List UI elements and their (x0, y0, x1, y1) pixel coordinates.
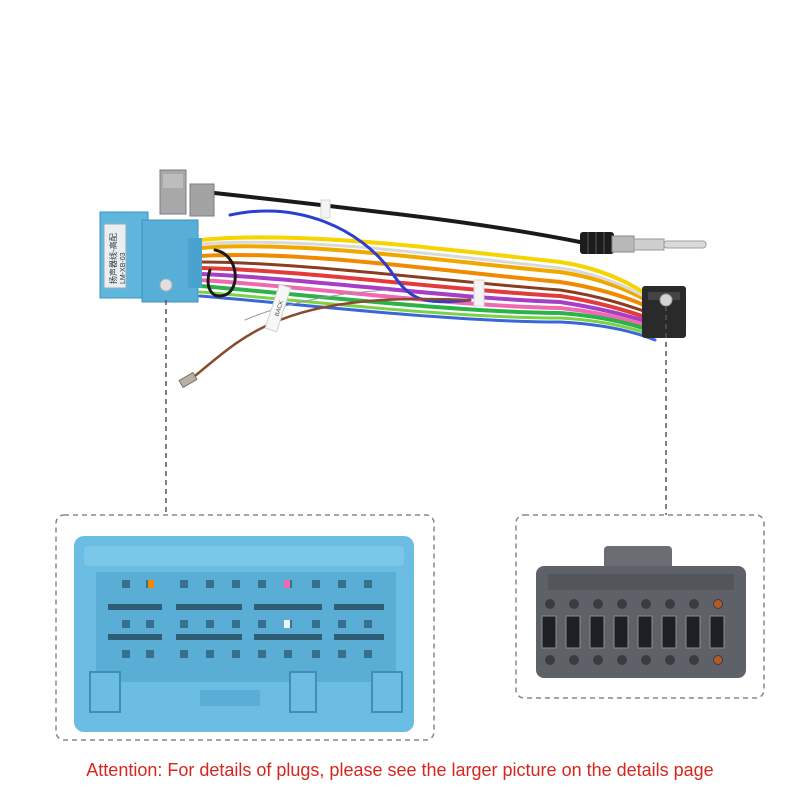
detail-box-blue-plug (55, 514, 435, 741)
gray-plug-face (536, 546, 746, 678)
back-tag-text: BACK (275, 300, 286, 317)
blue-plug-face (74, 536, 414, 732)
gray-small-plugs (159, 169, 215, 217)
wire-bundle (188, 190, 657, 382)
zip-tie (320, 199, 331, 219)
blue-connector: 扬声器线-高配 LM-XB-03 (99, 211, 202, 303)
detail-box-gray-plug (515, 514, 765, 699)
black-connector (642, 286, 686, 338)
wire-end-tip (178, 371, 198, 389)
attention-notice: Attention: For details of plugs, please … (86, 760, 714, 780)
connector-label-line2: LM-XB-03 (120, 252, 127, 284)
antenna-plug (580, 232, 707, 254)
zip-tie (473, 279, 485, 307)
connector-label-line1: 扬声器线-高配 (108, 233, 118, 284)
back-tag: BACK (264, 283, 292, 333)
